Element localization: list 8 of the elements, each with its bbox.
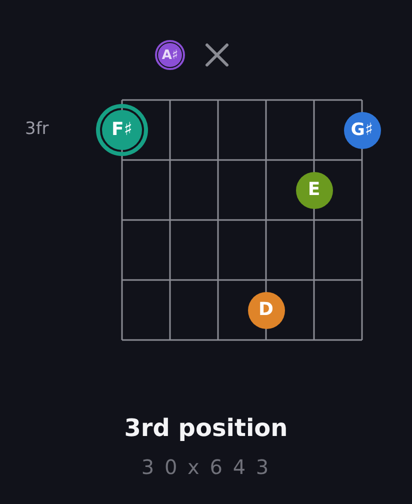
fingering-caption: 3 0 x 6 4 3: [140, 455, 272, 479]
note-dot: D: [248, 292, 284, 328]
open-string-note-dot: A♯: [155, 40, 185, 70]
note-dot: E: [296, 172, 332, 208]
fret-number-label: 3fr: [25, 119, 49, 139]
root-note-dot: F♯: [96, 104, 148, 156]
note-dot: G♯: [344, 112, 380, 148]
chord-title: 3rd position: [123, 414, 289, 442]
